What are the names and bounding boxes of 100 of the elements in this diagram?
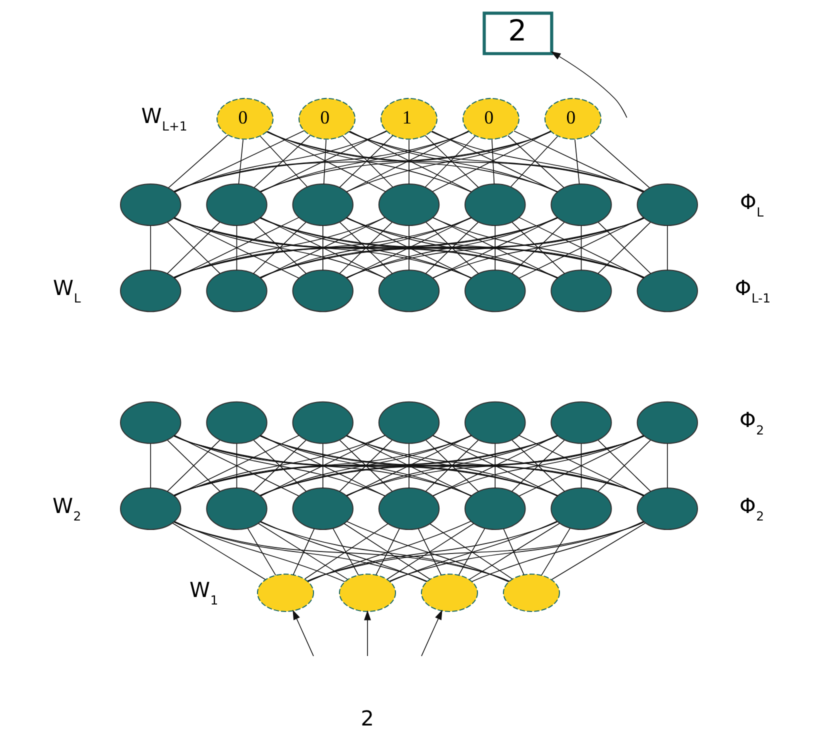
connector [666,224,668,270]
node-circle [378,269,440,312]
node-circle [120,182,181,226]
connector [666,442,668,488]
connector [432,216,558,278]
node-circle [550,400,612,444]
connector [174,434,385,496]
connector [408,224,409,270]
connector [292,528,314,575]
connector [471,520,644,582]
connector [246,528,276,576]
connector [491,138,494,184]
connector [259,520,509,582]
node-circle [464,182,526,226]
connector [307,520,471,582]
node-circle [550,487,612,530]
node-circle [206,487,267,530]
connector [266,130,644,192]
label: 2 [360,706,374,730]
connector [173,435,644,496]
connector [260,520,427,582]
connector [259,435,644,496]
node-circle [338,573,396,612]
arrow [550,50,627,118]
connector [343,522,430,579]
connector [510,135,558,187]
node-circle [550,269,612,312]
connector [348,130,644,192]
connector [174,130,386,192]
node-circle [420,573,478,612]
connector [502,528,524,575]
connector [458,528,485,575]
label: Φ$_{L}$ [740,189,764,219]
connector [257,522,348,580]
connector [346,216,558,278]
node-box: 2 [482,11,553,55]
node-circle [256,573,314,612]
connector [518,216,644,278]
node-circle [206,400,267,444]
connector [306,521,644,581]
connector [432,434,558,496]
connector [429,522,512,579]
connector [346,216,472,278]
connector [518,434,644,496]
node-ellipse: 0 [462,97,520,140]
label: W$_{2}$ [52,493,81,523]
connector [345,434,644,496]
connector [260,216,385,278]
connector [150,442,151,488]
label: W$_{L}$ [52,275,80,305]
connector [322,224,323,270]
connector [236,224,237,270]
connector [260,434,385,496]
connector [173,520,427,582]
node-ellipse: 1 [380,97,438,140]
connector [346,520,509,582]
node-circle [206,269,267,312]
node-circle [464,487,526,530]
node-circle [636,182,698,226]
connector [173,521,510,582]
connector [322,442,323,488]
connector [375,528,400,575]
label: Φ$_{2}$ [739,407,764,437]
connector [346,434,472,496]
connector [174,130,304,192]
connector [174,216,385,278]
connector [174,520,345,582]
arrow [420,609,442,656]
connector [550,522,646,580]
node-circle [464,400,526,444]
node-circle [636,269,698,312]
connector [150,224,151,270]
node-ellipse: 0 [544,97,601,140]
node-circle [120,400,181,444]
connector [580,224,582,270]
node-circle [502,573,560,612]
label: W$_{L+1}$ [140,103,187,133]
connector [253,134,310,188]
connector [494,224,496,270]
connector [580,442,582,488]
connector [468,522,560,580]
label: Φ$_{L-1}$ [734,275,770,305]
connector [260,434,471,496]
connector [389,520,557,582]
connector [408,442,409,488]
connector [388,520,644,581]
node-circle [292,269,353,312]
arrow [364,610,370,656]
connector [168,134,228,188]
connector [513,130,643,192]
connector [417,528,442,575]
connector [236,442,237,488]
node-circle [378,182,440,226]
node-circle [636,400,698,444]
node-circle [378,487,440,530]
node-circle [378,400,440,444]
connector [174,434,299,496]
node-circle [636,487,698,530]
connector [260,135,308,187]
label: Φ$_{2}$ [739,493,764,523]
